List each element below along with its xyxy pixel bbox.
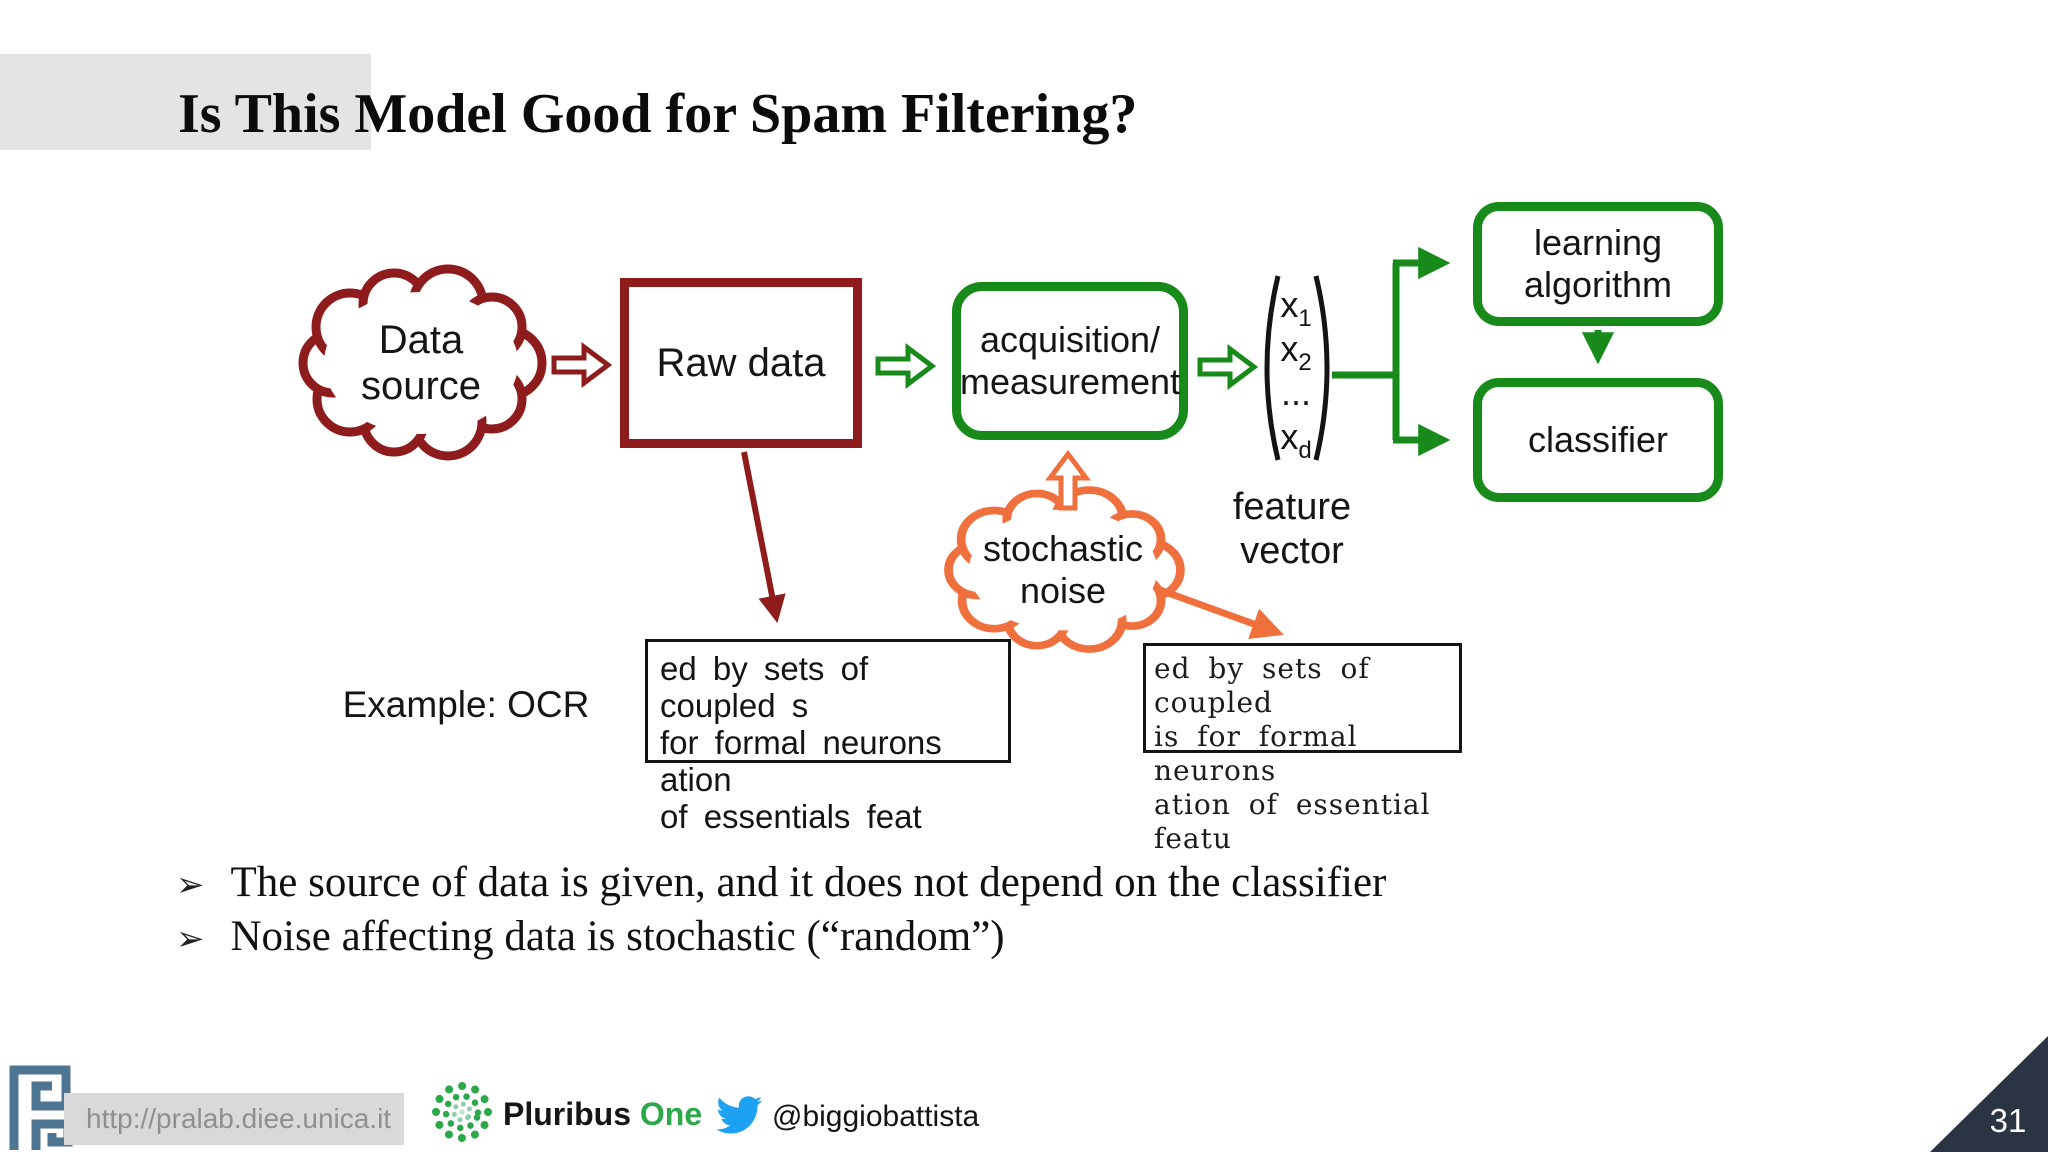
bullet-item: ➢ The source of data is given, and it do… xyxy=(176,858,1386,907)
bullet-item: ➢ Noise affecting data is stochastic (“r… xyxy=(176,912,1005,961)
feature-vector: x1 x2 ... xd xyxy=(1280,284,1312,464)
stochastic-noise-label: stochastic noise xyxy=(982,528,1144,611)
pluribus-one-logo-mark xyxy=(432,1082,492,1142)
example-ocr-label: Example: OCR xyxy=(342,684,590,725)
vector-connector xyxy=(1332,246,1615,457)
arrow-acquisition-to-vector xyxy=(1200,349,1254,385)
ocr-sample-clean: ed by sets of coupled s for formal neuro… xyxy=(645,639,1011,835)
feature-vector-brackets xyxy=(1264,275,1330,461)
pralab-url: http://pralab.diee.unica.it xyxy=(64,1093,404,1145)
bullet-text: Noise affecting data is stochastic (“ran… xyxy=(230,913,1005,960)
data-source-label: Data source xyxy=(360,318,482,408)
twitter-icon xyxy=(716,1096,763,1134)
ocr-sample-noisy: ed by sets of coupled is for formal neur… xyxy=(1143,643,1462,855)
twitter-handle: @biggiobattista xyxy=(772,1100,980,1133)
arrow-rawdata-to-ocr xyxy=(741,451,786,624)
pluribus-one-wordmark: Pluribus One xyxy=(503,1096,703,1132)
acquisition-box: acquisition/ measurement xyxy=(952,282,1188,440)
bullet-arrow-icon: ➢ xyxy=(176,866,205,904)
bullet-arrow-icon: ➢ xyxy=(176,920,205,958)
page-number: 31 xyxy=(1989,1102,2027,1139)
page-title: Is This Model Good for Spam Filtering? xyxy=(178,83,1138,145)
arrow-datasource-to-rawdata xyxy=(554,347,608,383)
bullet-text: The source of data is given, and it does… xyxy=(230,859,1387,906)
corner-triangle xyxy=(1930,1036,2048,1152)
arrow-rawdata-to-acquisition xyxy=(878,348,932,384)
arrow-noise-to-ocr xyxy=(1158,586,1284,640)
title-highlight-box xyxy=(0,54,371,150)
learning-algorithm-box: learning algorithm xyxy=(1473,202,1723,326)
feature-vector-label: feature vector xyxy=(1232,486,1352,572)
raw-data-box: Raw data xyxy=(620,278,862,448)
classifier-box: classifier xyxy=(1473,378,1723,502)
pralab-logo xyxy=(9,1065,73,1150)
